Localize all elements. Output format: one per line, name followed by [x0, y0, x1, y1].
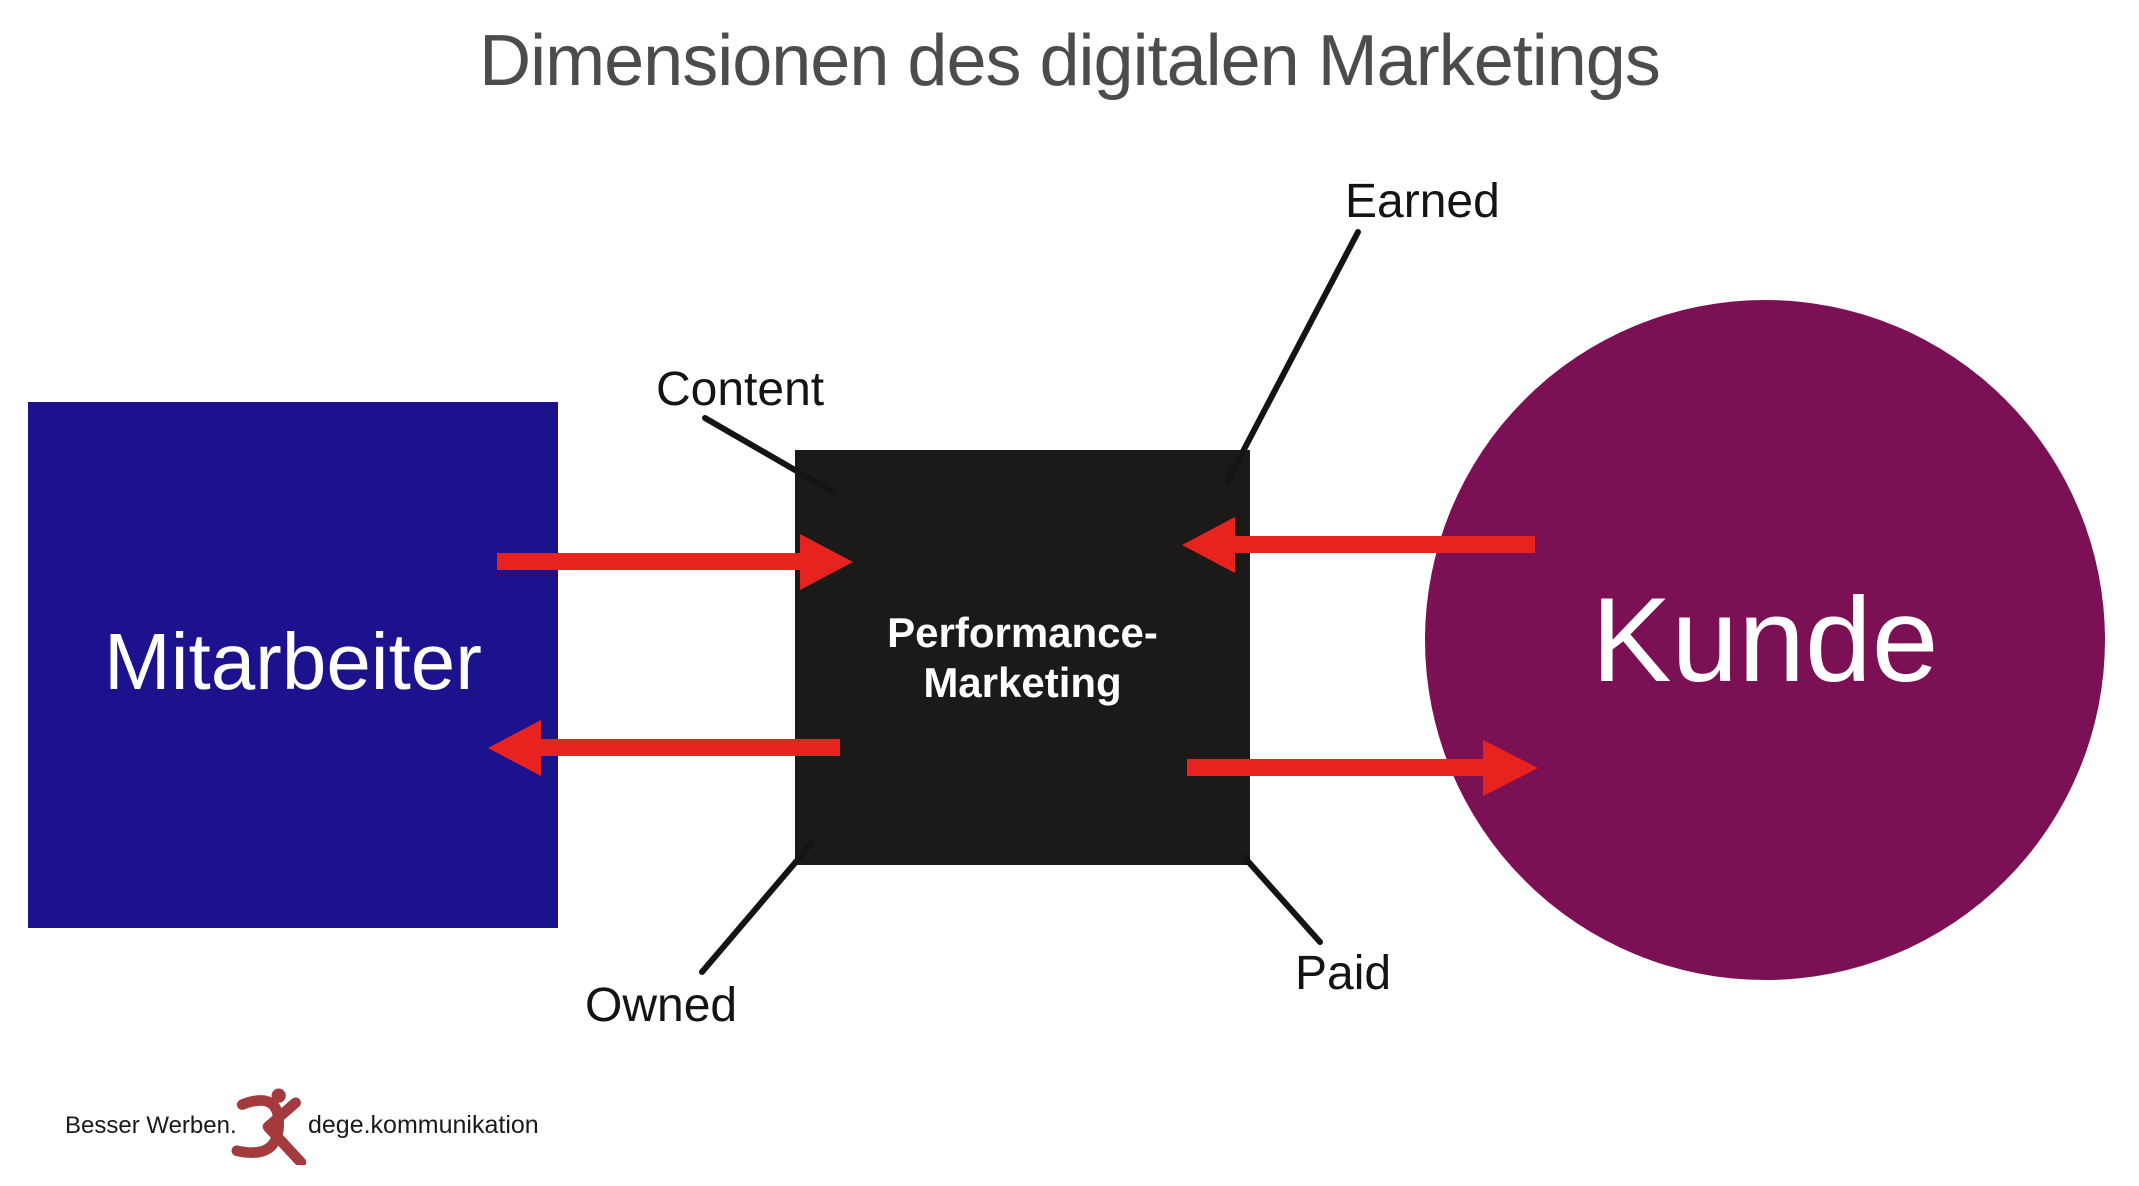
- edge-label-paid: Paid: [1295, 947, 1392, 1000]
- mitarbeiter-label: Mitarbeiter: [104, 617, 482, 706]
- page-title: Dimensionen des digitalen Marketings: [479, 21, 1661, 101]
- edge-label-content: Content: [656, 363, 825, 416]
- dege-kommunikation-logo-icon: [231, 1088, 307, 1165]
- kunde-label: Kunde: [1591, 573, 1939, 707]
- performance-label-line2: Marketing: [923, 658, 1122, 706]
- footer-brand: dege.kommunikation: [308, 1111, 539, 1139]
- paid-connector-line: [1242, 855, 1323, 945]
- earned-connector-line: [1225, 229, 1361, 483]
- footer: Besser Werben. dege.kommunikation: [0, 1080, 2139, 1186]
- edge-label-owned: Owned: [585, 979, 738, 1032]
- kunde-node: Kunde: [1425, 300, 2105, 980]
- edge-label-earned: Earned: [1345, 175, 1500, 228]
- performance-label-line1: Performance-: [887, 608, 1158, 656]
- performance-marketing-node: Performance- Marketing: [795, 450, 1250, 865]
- footer-tagline: Besser Werben.: [65, 1112, 237, 1139]
- mitarbeiter-node: Mitarbeiter: [28, 402, 558, 928]
